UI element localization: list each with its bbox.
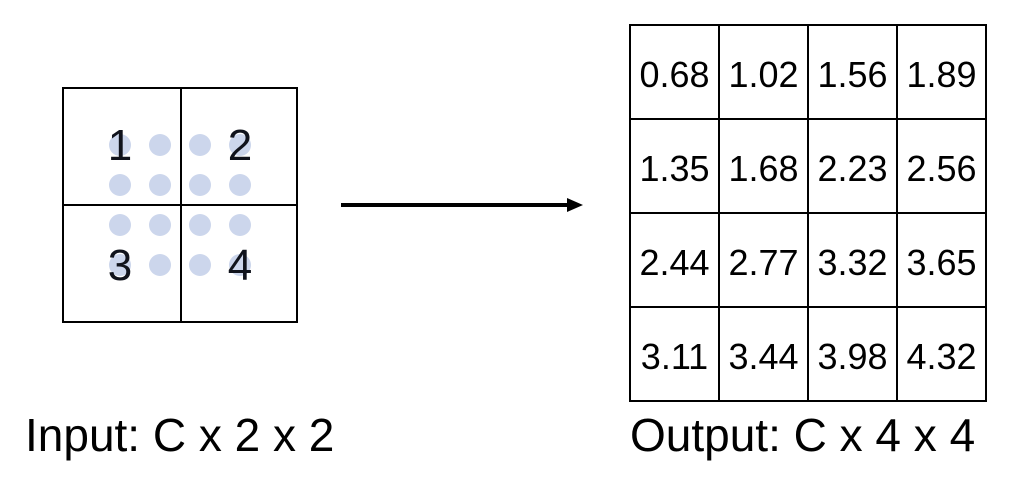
output-cell: 1.68 (718, 118, 809, 214)
sample-dot (149, 134, 171, 156)
sample-dot (229, 214, 251, 236)
output-cell: 1.02 (718, 24, 809, 120)
sample-dot (229, 254, 251, 276)
output-cell: 2.44 (629, 212, 720, 308)
sample-dot (189, 214, 211, 236)
output-grid: 0.68 1.02 1.56 1.89 1.35 1.68 2.23 2.56 … (629, 24, 987, 402)
output-cell: 1.56 (807, 24, 898, 120)
sample-dot (149, 254, 171, 276)
output-cell: 3.32 (807, 212, 898, 308)
output-cell: 4.32 (896, 306, 987, 402)
sample-dot (109, 214, 131, 236)
output-cell: 2.56 (896, 118, 987, 214)
sample-dot (109, 134, 131, 156)
sample-dot (189, 134, 211, 156)
sample-dot (229, 134, 251, 156)
sample-dot (189, 174, 211, 196)
output-cell: 1.89 (896, 24, 987, 120)
output-row: 0.68 1.02 1.56 1.89 (629, 24, 987, 120)
input-grid: 1 2 3 4 (62, 87, 298, 323)
right-arrow-icon (341, 198, 583, 212)
output-cell: 2.77 (718, 212, 809, 308)
output-cell: 2.23 (807, 118, 898, 214)
input-cell-value: 1 (107, 121, 133, 170)
input-cell-value: 2 (227, 121, 253, 170)
sample-dot (149, 174, 171, 196)
output-row: 1.35 1.68 2.23 2.56 (629, 118, 987, 214)
sample-dots-grid (109, 134, 269, 294)
sample-dot (229, 174, 251, 196)
output-cell: 3.11 (629, 306, 720, 402)
sample-dot (109, 254, 131, 276)
sample-dot (109, 174, 131, 196)
output-cell: 3.44 (718, 306, 809, 402)
output-cell: 3.65 (896, 212, 987, 308)
output-row: 3.11 3.44 3.98 4.32 (629, 306, 987, 402)
input-cell-value: 4 (227, 241, 253, 290)
output-cell: 0.68 (629, 24, 720, 120)
sample-dot (149, 214, 171, 236)
output-cell: 1.35 (629, 118, 720, 214)
input-grid-horizontal-divider (64, 204, 296, 206)
output-label: Output: C x 4 x 4 (630, 409, 976, 461)
output-row: 2.44 2.77 3.32 3.65 (629, 212, 987, 308)
input-cell-value: 3 (107, 241, 133, 290)
sample-dot (189, 254, 211, 276)
output-cell: 3.98 (807, 306, 898, 402)
input-label: Input: C x 2 x 2 (25, 409, 335, 461)
